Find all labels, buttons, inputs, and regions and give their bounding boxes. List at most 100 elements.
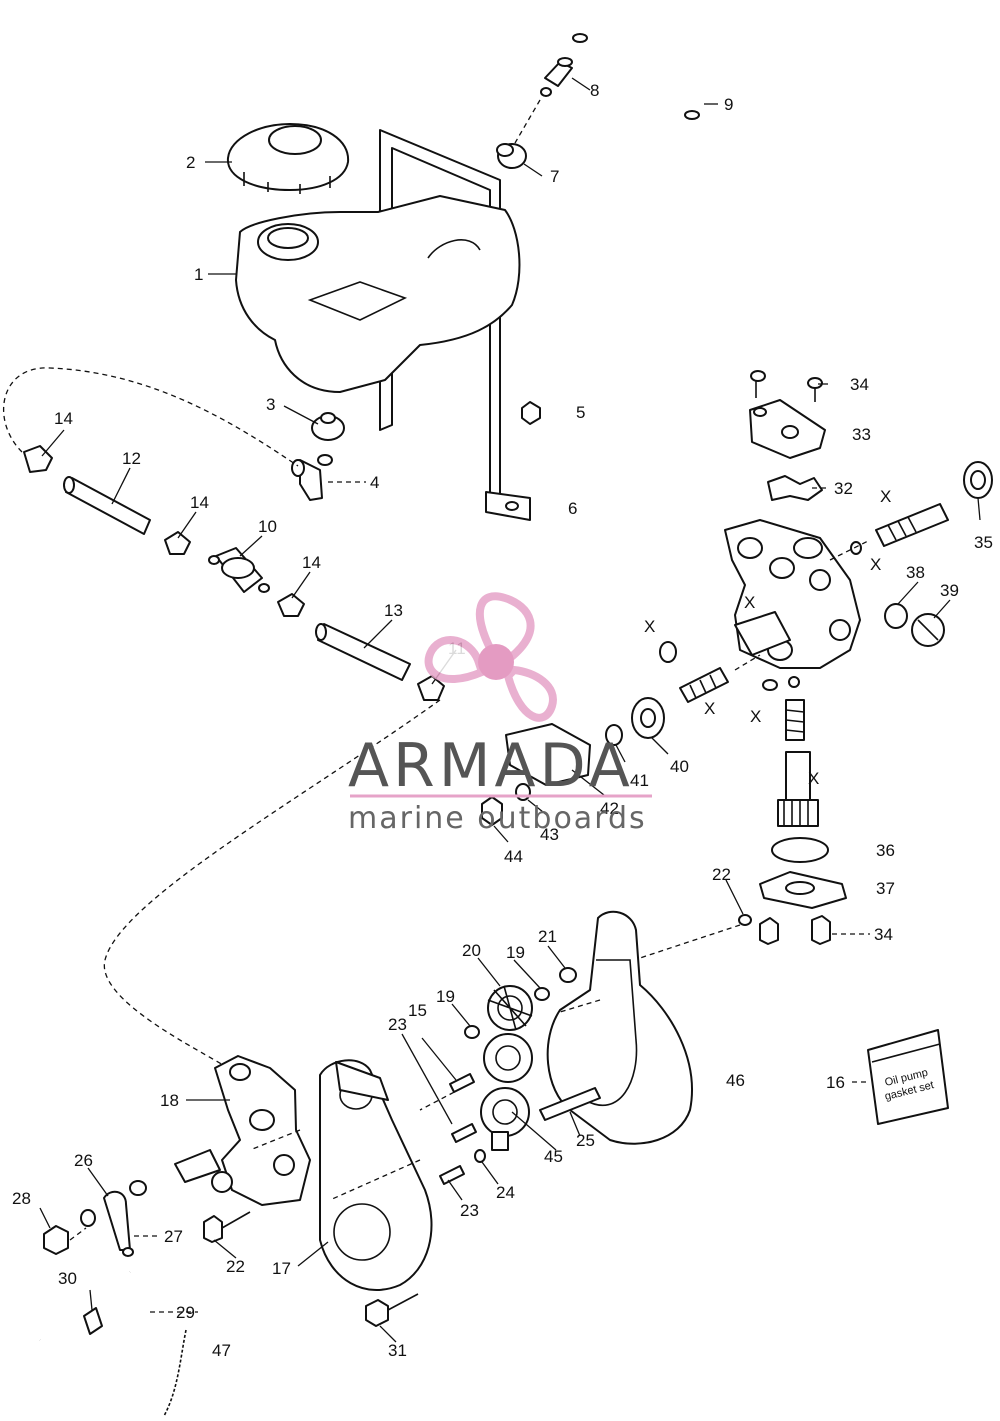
label-22-a: 22 xyxy=(712,865,731,884)
part-36-o-ring xyxy=(771,837,829,863)
label-15: 15 xyxy=(408,1001,427,1020)
part-39-plug xyxy=(911,613,945,647)
part-34-nut-lower-left xyxy=(759,917,779,945)
part-18-oil-pump xyxy=(174,1055,311,1206)
label-20: 20 xyxy=(462,941,481,960)
label-44: 44 xyxy=(504,847,523,866)
label-19-a: 19 xyxy=(506,943,525,962)
label-9: 9 xyxy=(724,95,733,114)
label-23-b: 23 xyxy=(460,1201,479,1220)
part-22-washer-upper xyxy=(738,914,752,926)
label-24: 24 xyxy=(496,1183,515,1202)
part-x-washer-left xyxy=(659,641,677,663)
part-23-pin-upper xyxy=(451,1123,477,1143)
part-45-gear-lower xyxy=(480,1087,530,1151)
label-4: 4 xyxy=(370,473,379,492)
label-1: 1 xyxy=(194,265,203,284)
label-14-b: 14 xyxy=(190,493,209,512)
label-2: 2 xyxy=(186,153,195,172)
part-19-washer-b xyxy=(464,1025,480,1039)
part-19-washer-a xyxy=(534,987,550,1001)
label-35: 35 xyxy=(974,533,993,552)
label-14-a: 14 xyxy=(54,409,73,428)
label-8: 8 xyxy=(590,81,599,100)
part-28-washer xyxy=(80,1209,96,1227)
label-5: 5 xyxy=(576,403,585,422)
label-28: 28 xyxy=(12,1189,31,1208)
label-6: 6 xyxy=(568,499,577,518)
part-20-gear xyxy=(487,985,533,1031)
label-31: 31 xyxy=(388,1341,407,1360)
part-15-pin xyxy=(449,1073,475,1093)
label-3: 3 xyxy=(266,395,275,414)
label-25: 25 xyxy=(576,1131,595,1150)
label-18: 18 xyxy=(160,1091,179,1110)
oil-line-path-upper xyxy=(2,367,299,467)
label-40: 40 xyxy=(670,757,689,776)
part-3-grommet xyxy=(311,412,345,441)
part-40-check-valve xyxy=(631,697,665,739)
label-46: 46 xyxy=(726,1071,745,1090)
part-4-elbow-fitting xyxy=(291,454,333,501)
part-45-gear-middle xyxy=(483,1033,533,1083)
label-41: 41 xyxy=(630,771,649,790)
label-42: 42 xyxy=(600,799,619,818)
part-27-lever xyxy=(103,1190,134,1257)
part-24-ball xyxy=(474,1149,486,1163)
part-22-screw-lower xyxy=(203,1211,251,1243)
part-x-ring xyxy=(762,679,778,691)
part-x-pin xyxy=(788,676,800,688)
part-9-hose xyxy=(572,8,706,120)
part-10-filter xyxy=(208,547,270,593)
part-47-hose xyxy=(163,1329,187,1417)
label-45: 45 xyxy=(544,1147,563,1166)
label-x-2: X xyxy=(870,555,881,574)
part-41-washer xyxy=(605,724,623,746)
part-32-gasket xyxy=(767,475,823,501)
label-11: 11 xyxy=(448,639,466,658)
callout-labels: 1 2 3 4 5 6 7 8 9 10 11 12 13 14 14 14 1… xyxy=(12,81,993,1360)
part-13-tube xyxy=(315,623,411,681)
label-19-b: 19 xyxy=(436,987,455,1006)
part-34-screw-lower xyxy=(811,915,831,945)
label-x-7: X xyxy=(808,769,819,788)
part-7-grommet xyxy=(496,143,527,169)
label-29: 29 xyxy=(176,1303,195,1322)
part-44-nut xyxy=(481,796,503,826)
label-x-1: X xyxy=(880,487,891,506)
part-11-clamp xyxy=(417,675,445,701)
label-21: 21 xyxy=(538,927,557,946)
label-x-4: X xyxy=(644,617,655,636)
part-29-hose xyxy=(39,1271,131,1415)
part-14-clamp-b xyxy=(164,531,191,555)
part-34-screw-upper xyxy=(807,377,823,402)
part-42-bracket xyxy=(505,723,591,786)
leader-lines xyxy=(39,77,981,1343)
label-23-a: 23 xyxy=(388,1015,407,1034)
part-5-nut xyxy=(521,401,541,425)
part-25-shaft xyxy=(539,1087,601,1121)
part-46-gasket xyxy=(546,910,693,1145)
part-28-screw xyxy=(43,1225,69,1255)
part-37-flange xyxy=(759,871,847,909)
label-32: 32 xyxy=(834,479,853,498)
part-2-tank-cap xyxy=(226,123,350,194)
part-pump-body xyxy=(724,519,861,669)
part-x-spring xyxy=(679,667,729,703)
label-10: 10 xyxy=(258,517,277,536)
part-43-washer xyxy=(515,783,531,801)
label-x-5: X xyxy=(704,699,715,718)
label-39: 39 xyxy=(940,581,959,600)
label-12: 12 xyxy=(122,449,141,468)
label-13: 13 xyxy=(384,601,403,620)
part-17-pump-cover xyxy=(319,1059,433,1291)
label-17: 17 xyxy=(272,1259,291,1278)
label-36: 36 xyxy=(876,841,895,860)
part-12-tube xyxy=(63,476,151,535)
label-26: 26 xyxy=(74,1151,93,1170)
label-37: 37 xyxy=(876,879,895,898)
part-30-sleeve xyxy=(83,1307,103,1335)
part-8-fitting xyxy=(540,57,573,97)
part-31-screw xyxy=(365,1293,419,1327)
